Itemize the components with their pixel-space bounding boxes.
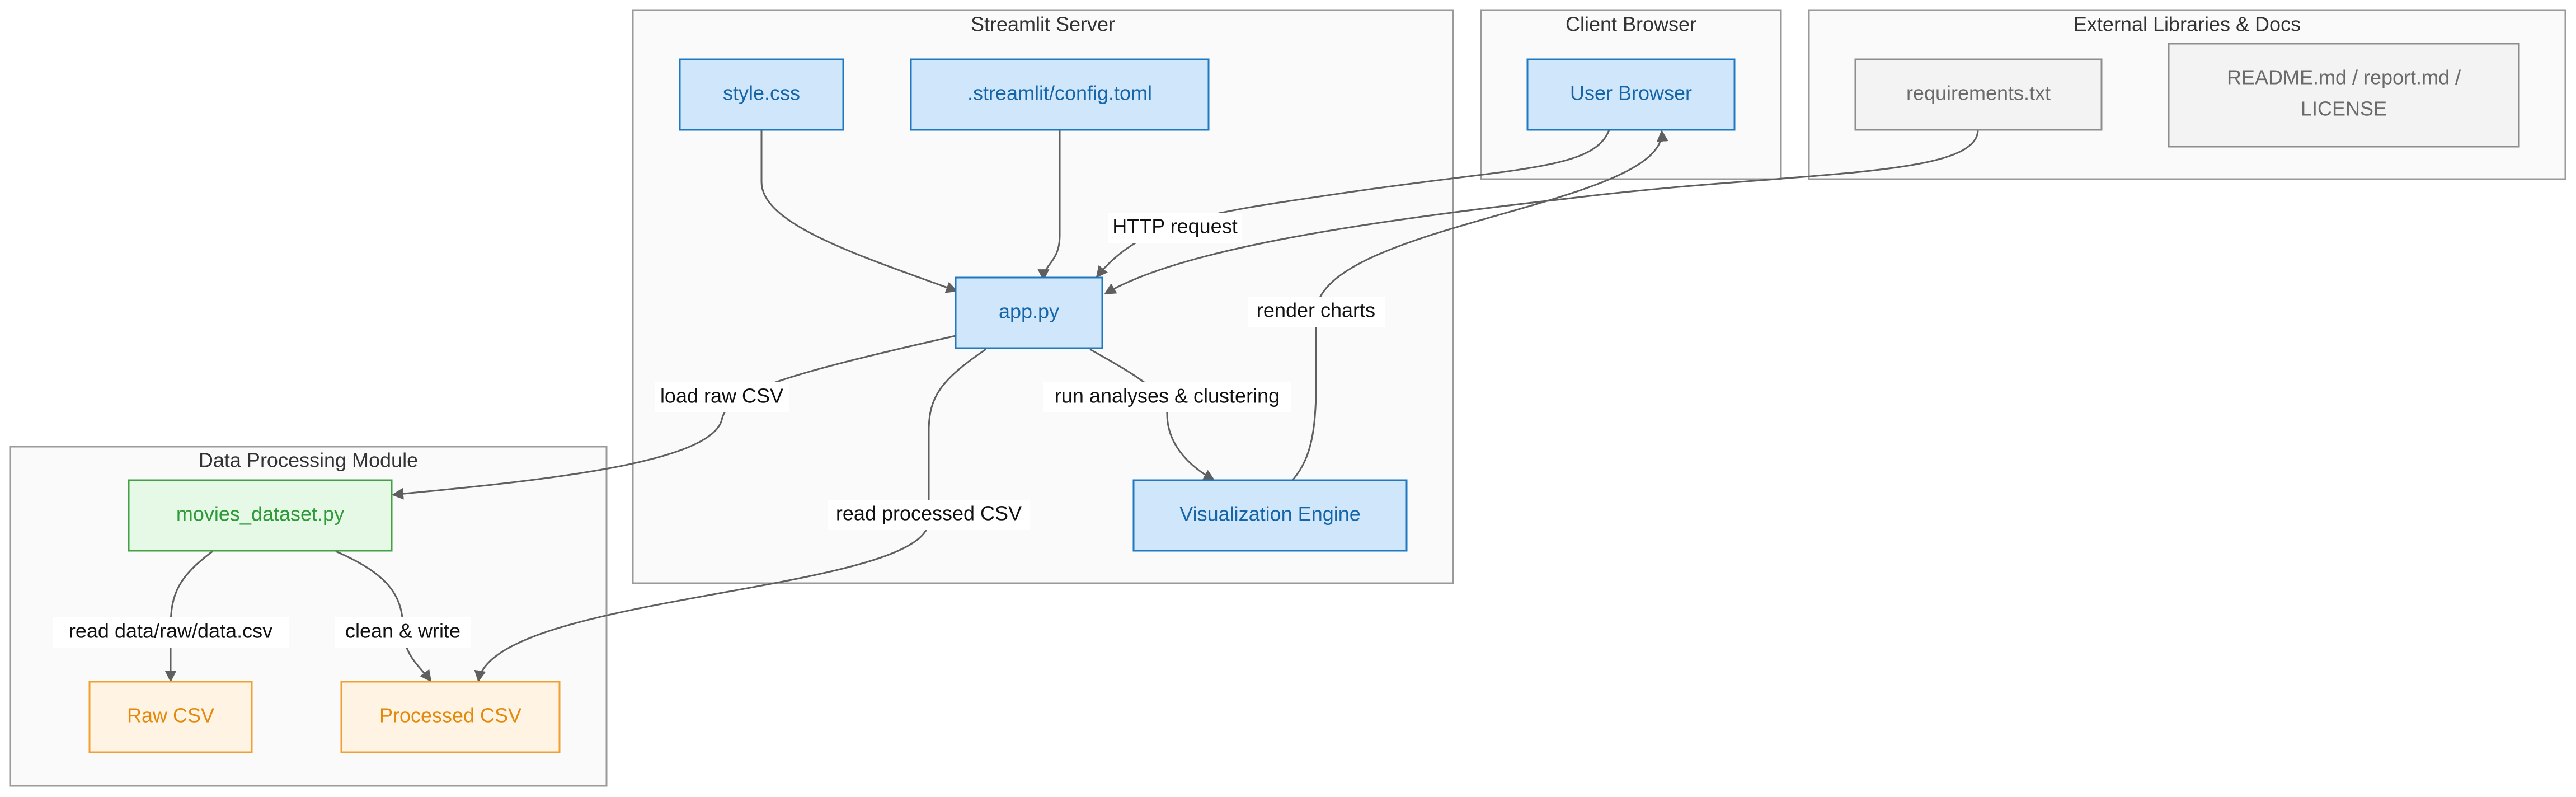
edge-requirements-to-app <box>1104 129 1979 295</box>
node-raw-csv[interactable]: Raw CSV <box>88 681 253 753</box>
node-readme-report-license[interactable]: README.md / report.md / LICENSE <box>2168 43 2520 148</box>
edge-label-read-processed: read processed CSV <box>828 500 1030 530</box>
node-label-line2: LICENSE <box>2301 97 2387 120</box>
edge-label-clean-write: clean & write <box>335 617 471 648</box>
edge-label-http-request: HTTP request <box>1108 213 1242 243</box>
node-label: movies_dataset.py <box>176 503 344 526</box>
node-label: User Browser <box>1570 82 1692 105</box>
node-label: Processed CSV <box>379 704 521 727</box>
node-app-py[interactable]: app.py <box>955 276 1103 349</box>
node-label: Raw CSV <box>127 704 214 727</box>
node-requirements-txt[interactable]: requirements.txt <box>1854 58 2103 131</box>
edge-app-to-processed <box>474 348 986 683</box>
cluster-title-client-browser: Client Browser <box>1566 13 1696 36</box>
edge-config-to-app <box>1037 130 1061 282</box>
edge-label-load-raw-csv: load raw CSV <box>655 382 789 412</box>
svg-text:HTTP request: HTTP request <box>1112 215 1237 238</box>
node-label: .streamlit/config.toml <box>967 82 1152 105</box>
svg-text:read data/raw/data.csv: read data/raw/data.csv <box>69 620 272 643</box>
node-processed-csv[interactable]: Processed CSV <box>340 681 561 753</box>
svg-text:clean & write: clean & write <box>345 620 460 643</box>
node-visualization-engine[interactable]: Visualization Engine <box>1132 479 1408 552</box>
node-movies-dataset[interactable]: movies_dataset.py <box>128 479 393 552</box>
node-label: Visualization Engine <box>1179 503 1361 526</box>
edge-label-render-charts: render charts <box>1248 297 1385 327</box>
node-style-css[interactable]: style.css <box>679 58 844 131</box>
edge-app-to-movies <box>391 335 956 500</box>
cluster-title-external-libraries: External Libraries & Docs <box>2074 13 2301 36</box>
cluster-title-streamlit-server: Streamlit Server <box>971 13 1115 36</box>
node-label: style.css <box>723 82 800 105</box>
svg-text:render charts: render charts <box>1257 299 1375 322</box>
cluster-title-data-processing: Data Processing Module <box>199 449 418 472</box>
node-label: app.py <box>999 300 1059 323</box>
edge-label-run-analyses: run analyses & clustering <box>1043 382 1291 412</box>
edge-style-to-app <box>760 130 958 293</box>
edge-app-to-viz <box>1089 348 1215 481</box>
edge-label-read-data: read data/raw/data.csv <box>53 617 289 648</box>
svg-text:load raw CSV: load raw CSV <box>660 385 783 407</box>
node-config-toml[interactable]: .streamlit/config.toml <box>910 58 1210 131</box>
svg-text:run analyses & clustering: run analyses & clustering <box>1055 385 1280 407</box>
svg-text:read processed CSV: read processed CSV <box>836 502 1022 525</box>
node-label-line1: README.md / report.md / <box>2227 66 2461 89</box>
node-user-browser[interactable]: User Browser <box>1526 58 1736 131</box>
node-label: requirements.txt <box>1906 82 2051 105</box>
edge-viz-to-browser <box>1291 129 1668 481</box>
